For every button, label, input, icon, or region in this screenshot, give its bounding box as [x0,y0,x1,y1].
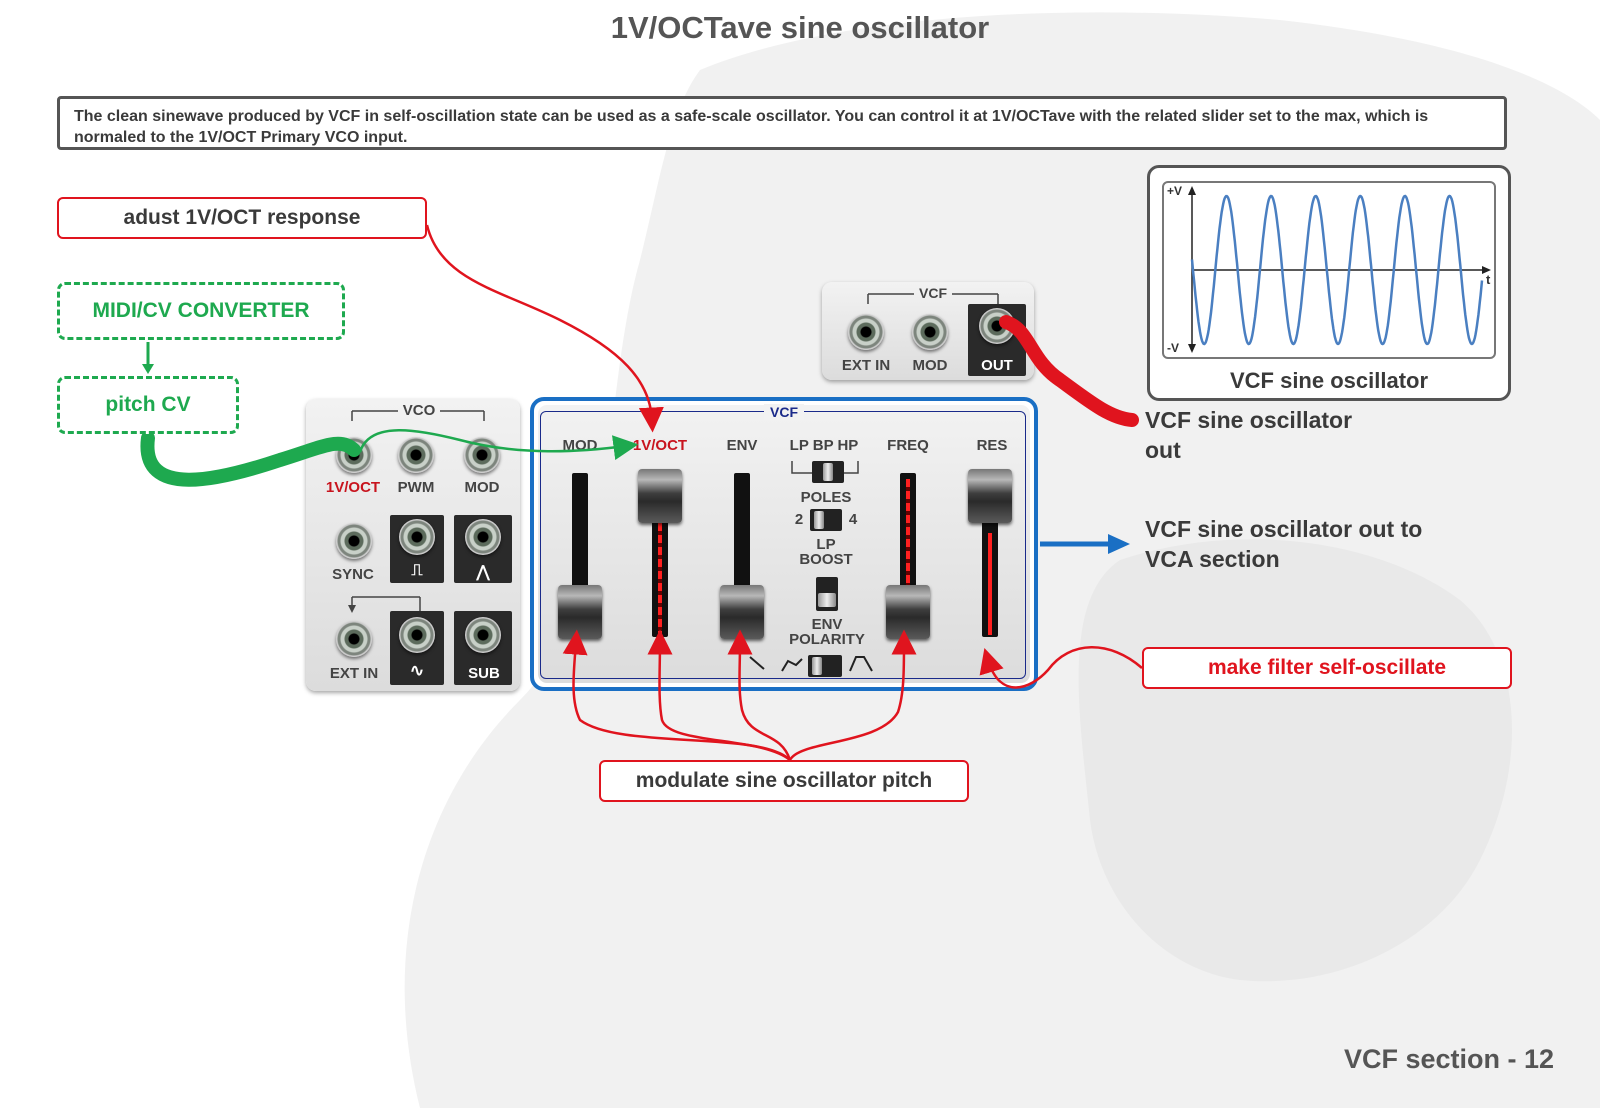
vcf-ext-in-label: EXT IN [841,357,891,374]
sine-out-label: VCF sine oscillator out [1145,407,1353,463]
y-arrow-down-icon [1188,344,1196,353]
vco-pwm-jack[interactable] [398,437,434,473]
vco-sync-jack[interactable] [336,523,372,559]
vco-sub-jack[interactable] [465,617,501,653]
slider-res-label: RES [976,437,1008,454]
description-box: The clean sinewave produced by VCF in se… [57,96,1507,150]
env-polarity-label: ENV POLARITY [789,616,865,648]
scope-t: t [1486,272,1491,287]
vco-panel: VCO 1V/OCT PWM MOD SYNC ⎍ ⋀ EXT IN ∿ SUB [306,399,520,691]
env-slider-knob[interactable] [720,585,764,639]
slider-1voct-label: 1V/OCT [632,437,688,454]
freq-level-indicator [906,479,910,585]
scope-plus-v: +V [1167,184,1183,198]
res-slider-knob[interactable] [968,469,1012,523]
lp-boost-label: LP BOOST [799,536,853,568]
lp-boost-switch[interactable] [816,577,838,611]
sine-out-vca-label: VCF sine oscillator out to VCA section [1145,516,1423,572]
self-oscillate-label: make filter self-oscillate [1207,656,1447,679]
midi-cv-converter-box: MIDI/CV CONVERTER [57,282,345,340]
env-polarity-symbols [749,656,873,672]
vco-1voct-jack[interactable] [336,437,372,473]
vcf-out-label: OUT [981,357,1013,374]
vco-ext-in-label: EXT IN [329,665,379,682]
mod-slider-knob[interactable] [558,585,602,639]
pitch-cv-box: pitch CV [57,376,239,434]
vco-sync-label: SYNC [332,566,374,583]
mode-switch-label: LP BP HP [789,437,859,454]
slider-freq-label: FREQ [887,437,929,454]
poles-label: POLES [800,489,852,506]
vco-ext-in-jack[interactable] [336,621,372,657]
vcf-output-header: VCF [919,285,947,301]
vcf-panel: VCF MOD 1V/OCT ENV LP BP HP FREQ RES POL… [538,404,1030,683]
mode-switch[interactable] [812,461,844,483]
vco-mod-label: MOD [464,479,500,496]
vcf-panel-frame: VCF MOD 1V/OCT ENV LP BP HP FREQ RES POL… [530,397,1038,691]
scope-minus-v: -V [1167,341,1179,355]
modulate-pitch-callout: modulate sine oscillator pitch [599,760,969,802]
vco-saw-jack[interactable] [465,519,501,555]
vco-sub-label: SUB [468,665,500,682]
vco-pulse-jack[interactable] [399,519,435,555]
vco-pwm-label: PWM [397,479,435,496]
vco-mod-jack[interactable] [464,437,500,473]
vcf-mod-label: MOD [912,357,948,374]
vcf-output-panel: VCF EXT IN MOD OUT [822,282,1034,380]
ext-in-normal-bracket [348,596,421,613]
self-oscillate-callout: make filter self-oscillate [1142,647,1512,689]
slider-mod-label: MOD [562,437,598,454]
pitch-cv-label: pitch CV [105,393,191,416]
freq-slider-knob[interactable] [886,585,930,639]
scope-box: +V -V t VCF sine oscillator [1147,165,1511,401]
vcf-mod-jack[interactable] [912,314,948,350]
1voct-level-indicator [658,523,662,635]
sine-trace [1190,194,1484,346]
page-title: 1V/OCTave sine oscillator [610,10,990,45]
res-level-indicator [988,533,992,635]
vcf-panel-header: VCF [764,404,804,420]
sine-wave-icon: ∿ [409,661,425,680]
modulate-pitch-label: modulate sine oscillator pitch [635,769,933,792]
1voct-slider-knob[interactable] [638,469,682,523]
vcf-output-header-bracket [867,293,999,304]
page-footer: VCF section - 12 [1343,1044,1554,1074]
vcf-out-jack[interactable] [979,308,1015,344]
scope-caption: VCF sine oscillator [1229,368,1429,393]
saw-wave-icon: ⋀ [476,564,490,581]
midi-cv-label: MIDI/CV CONVERTER [92,299,310,322]
vco-header: VCO [402,402,436,419]
vcf-ext-in-jack[interactable] [848,314,884,350]
poles-2-label: 2 [794,511,804,528]
slider-env-label: ENV [726,437,758,454]
vco-sine-jack[interactable] [399,617,435,653]
x-arrow-icon [1482,266,1491,274]
vco-1voct-label: 1V/OCT [325,479,381,496]
sine-wave-plot [1188,186,1491,353]
poles-4-label: 4 [848,511,858,528]
y-arrow-up-icon [1188,186,1196,195]
adjust-response-label: adust 1V/OCT response [123,206,361,229]
pulse-wave-icon: ⎍ [411,562,423,579]
scope-screen: +V -V t [1162,181,1496,359]
adjust-response-callout: adust 1V/OCT response [57,197,427,239]
poles-switch[interactable] [810,509,842,531]
